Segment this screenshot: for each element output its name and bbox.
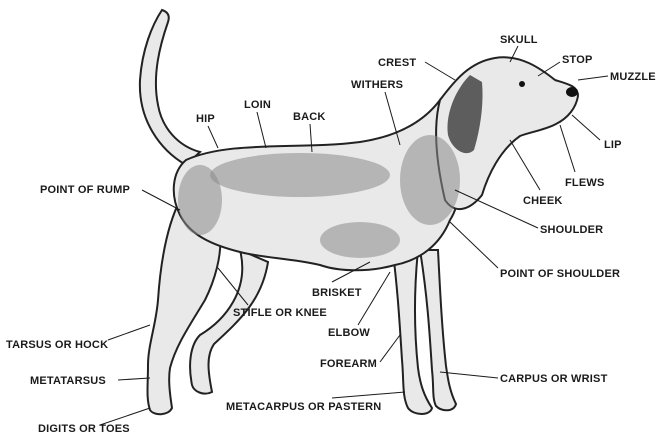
label-loin: LOIN [244,99,271,111]
label-lip: LIP [604,139,622,151]
label-back: BACK [293,111,326,123]
dog-tail [140,10,200,165]
label-flews: FLEWS [565,177,605,189]
dog-shading-belly [320,222,400,258]
leader-flews [560,125,575,172]
label-point-of-rump: POINT OF RUMP [40,184,130,196]
leader-lip [572,115,600,140]
label-brisket: BRISKET [312,287,362,299]
dog-shading-shoulder [400,135,460,225]
leader-metatarsus [118,378,150,380]
dog-nose [566,87,578,97]
leader-elbow [358,272,390,325]
leader-crest [425,62,455,80]
leader-tarsus [108,325,150,340]
label-hip: HIP [196,113,215,125]
label-withers: WITHERS [351,79,403,91]
dog-front-leg-far [420,250,456,410]
label-stifle-or-knee: STIFLE OR KNEE [233,307,327,319]
label-skull: SKULL [500,34,538,46]
label-digits-or-toes: DIGITS OR TOES [38,423,130,435]
label-muzzle: MUZZLE [610,71,656,83]
label-shoulder: SHOULDER [540,224,603,236]
dog-illustration [140,10,578,414]
leader-muzzle [578,76,608,80]
label-metatarsus: METATARSUS [30,375,106,387]
label-elbow: ELBOW [328,327,370,339]
leader-loin [257,112,266,148]
leader-point-of-shoulder [450,222,498,268]
label-carpus-or-wrist: CARPUS OR WRIST [500,373,608,385]
dog-eye [519,81,525,87]
leader-cheek [510,140,540,190]
label-crest: CREST [378,57,416,69]
label-tarsus-or-hock: TARSUS OR HOCK [6,339,108,351]
dog-shading-hip [178,165,222,235]
leader-hip [208,126,218,148]
label-forearm: FOREARM [320,358,377,370]
label-metacarpus-or-pastern: METACARPUS OR PASTERN [226,401,381,413]
leader-forearm [380,335,400,362]
dog-shading-back [210,153,390,197]
label-stop: STOP [562,54,593,66]
label-cheek: CHEEK [523,195,563,207]
label-point-of-shoulder: POINT OF SHOULDER [500,268,620,280]
leader-metacarpus [332,392,405,398]
